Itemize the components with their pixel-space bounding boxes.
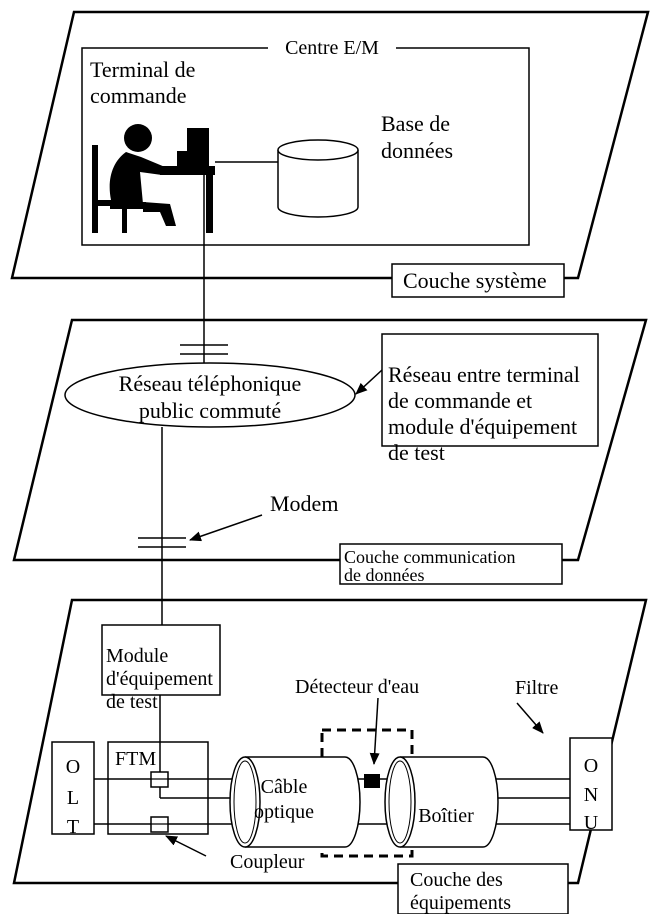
olt-letter-l: L <box>67 787 79 809</box>
equipment-layer-label-line2: équipements <box>410 892 511 914</box>
test-module-line3: de test <box>106 691 158 713</box>
water-detector-label: Détecteur d'eau <box>295 676 419 698</box>
test-module-box <box>101 624 221 696</box>
equipment-layer-plane <box>12 598 648 885</box>
communication-layer-plane <box>12 318 648 562</box>
terminal-label-line2: commande <box>90 83 187 108</box>
box-label: Boîtier <box>418 805 474 827</box>
onu-letter-u: U <box>584 812 599 834</box>
onu-letter-n: N <box>584 784 598 806</box>
equipment-layer-label-box <box>397 863 569 914</box>
communication-layer-label-box <box>339 543 563 585</box>
onu-letter-o: O <box>584 755 598 777</box>
system-layer-plane <box>10 10 650 280</box>
system-layer-label-box <box>391 263 565 298</box>
database-label-line2: données <box>381 138 453 163</box>
test-module-line2: d'équipement <box>106 668 213 690</box>
access-connector-top <box>180 344 228 355</box>
terminal-label-line1: Terminal de <box>90 57 195 82</box>
centre-label: Centre E/M <box>285 37 379 59</box>
coupler-label: Coupleur <box>230 851 305 873</box>
cable-label-line2: optique <box>254 801 314 823</box>
cable-label-line1: Câble <box>261 776 308 798</box>
pstn-label-line2: public commuté <box>139 398 281 423</box>
water-detector-icon <box>364 774 380 788</box>
olt-letter-t: T <box>67 816 79 838</box>
database-label-line1: Base de <box>381 111 450 136</box>
pstn-label-line1: Réseau téléphonique <box>119 371 302 396</box>
communication-layer: Réseau téléphonique public commuté Résea… <box>12 318 648 625</box>
network-note-line3: module d'équipement <box>388 414 577 439</box>
network-note-line4: de test <box>388 440 445 465</box>
box-cylinder <box>384 756 499 848</box>
database-icon <box>277 139 359 218</box>
network-note-box <box>381 333 599 447</box>
pstn-network-ellipse <box>64 362 356 428</box>
network-note-line1: Réseau entre terminal <box>388 362 580 387</box>
coupler-arrow <box>165 835 207 857</box>
system-layer-label: Couche système <box>403 268 547 293</box>
system-layer: Centre E/M Terminal de commande Base de … <box>10 10 650 298</box>
modem-connector <box>138 537 186 548</box>
olt-box <box>51 741 95 835</box>
filter-arrow <box>516 702 544 734</box>
communication-layer-label-line1: Couche communication <box>344 547 515 567</box>
filter-label: Filtre <box>515 677 558 699</box>
equipment-layer: Module d'équipement de test Détecteur d'… <box>12 598 648 914</box>
optical-cable-cylinder <box>229 756 361 848</box>
ftm-label: FTM <box>115 748 156 770</box>
network-note-line2: de commande et <box>388 388 532 413</box>
olt-letter-o: O <box>66 756 80 778</box>
communication-layer-label-line2: de données <box>344 565 424 585</box>
note-arrow <box>355 369 383 395</box>
modem-arrow <box>189 514 263 542</box>
test-module-line1: Module <box>106 645 168 667</box>
centre-label-bg <box>268 38 396 58</box>
equipment-layer-label-line1: Couche des <box>410 869 503 891</box>
onu-box <box>569 737 613 831</box>
modem-label: Modem <box>270 491 338 516</box>
operator-terminal-icon <box>92 124 215 233</box>
